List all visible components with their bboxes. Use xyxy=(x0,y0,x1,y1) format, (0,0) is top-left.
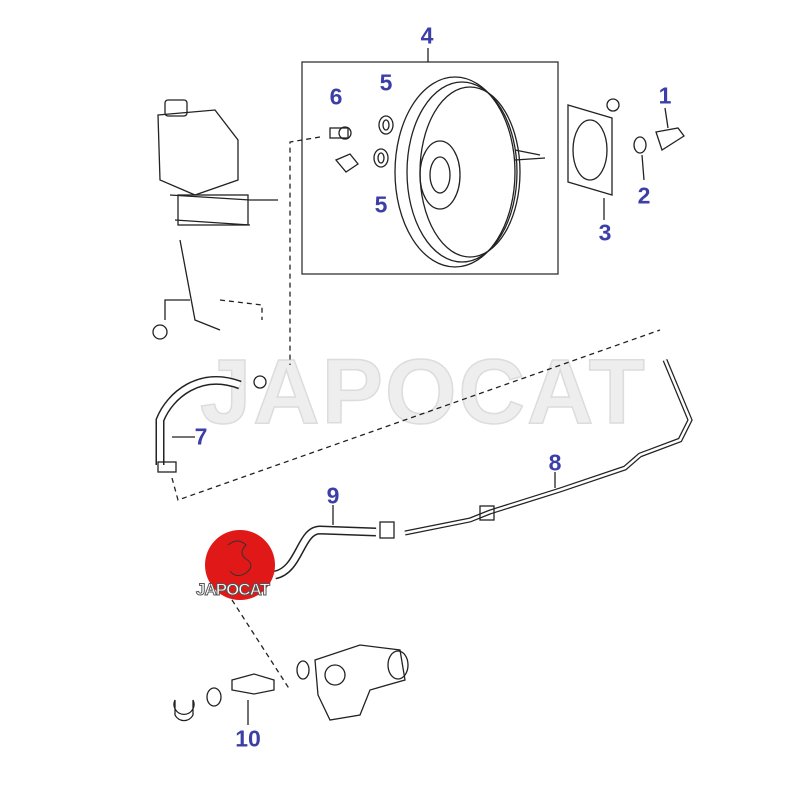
callout-4: 4 xyxy=(420,22,434,49)
callout-9: 9 xyxy=(326,482,340,509)
union xyxy=(379,521,395,539)
nut xyxy=(606,98,620,112)
callout-1: 1 xyxy=(658,82,672,109)
dashed-leaders xyxy=(171,136,661,691)
grommet-5-bottom xyxy=(373,148,389,168)
callout-6: 6 xyxy=(329,83,343,110)
grommet-5-top xyxy=(378,115,394,135)
valve-clip xyxy=(334,153,359,173)
hose-clip xyxy=(157,461,177,473)
clevis-1 xyxy=(655,127,685,151)
watermark: JAPOCAT xyxy=(199,340,647,444)
logo-text: JAPOCAT xyxy=(196,580,271,600)
cap xyxy=(173,699,195,722)
vacuum-pipe-8 xyxy=(404,359,693,536)
callout-8: 8 xyxy=(548,449,562,476)
callout-5-bottom: 5 xyxy=(374,191,388,218)
washer xyxy=(206,687,222,707)
callout-7: 7 xyxy=(194,423,208,450)
nut-2 xyxy=(633,136,647,154)
japocat-logo xyxy=(205,530,275,600)
booster-group-box xyxy=(301,61,559,275)
union-10 xyxy=(231,673,275,695)
o-ring xyxy=(296,660,310,680)
callout-5-top: 5 xyxy=(379,69,393,96)
master-cylinder xyxy=(152,99,278,340)
gasket-3 xyxy=(567,104,613,196)
pipe-bracket xyxy=(479,505,495,521)
check-valve-6 xyxy=(329,126,352,140)
callout-10: 10 xyxy=(235,725,261,752)
callout-2: 2 xyxy=(637,182,651,209)
vacuum-pump xyxy=(314,644,409,721)
callout-3: 3 xyxy=(598,219,612,246)
hose-clamp xyxy=(253,375,267,389)
brake-booster xyxy=(394,76,546,268)
